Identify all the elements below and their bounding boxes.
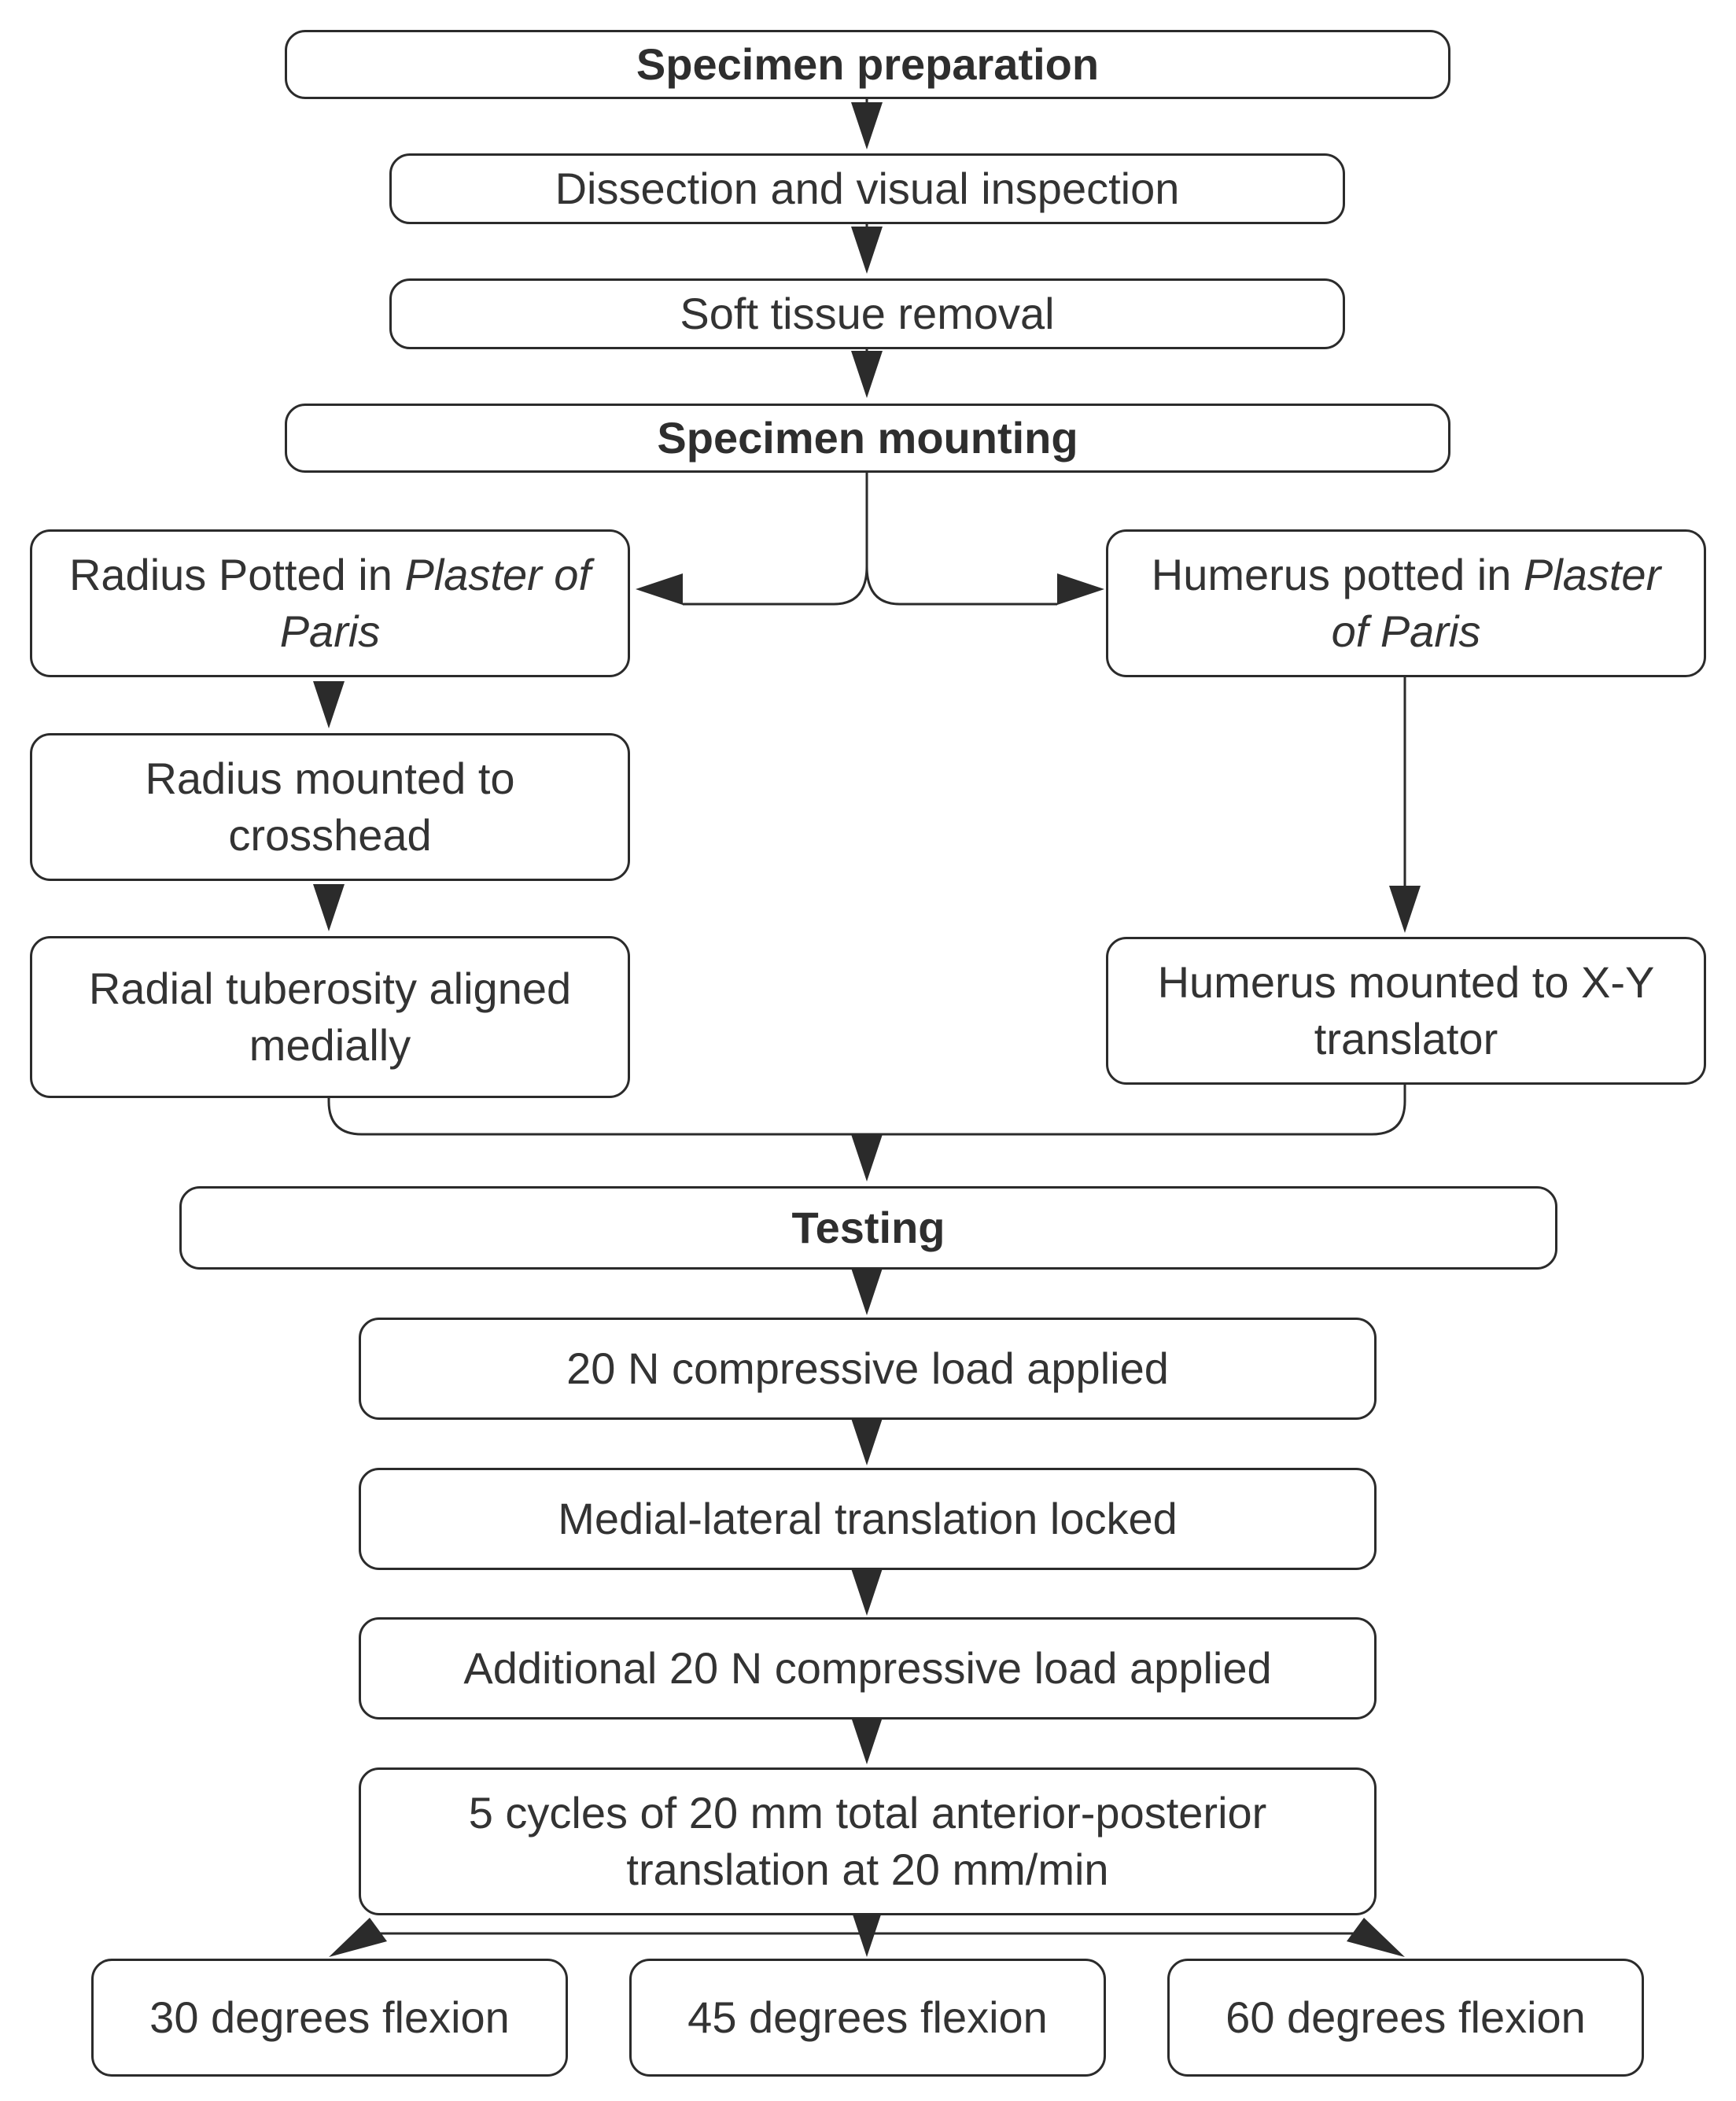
step-label: 20 N compressive load applied: [566, 1344, 1169, 1393]
cycles-step: 5 cycles of 20 mm total anterior-posteri…: [359, 1767, 1377, 1915]
flexion-label: 45 degrees flexion: [687, 1992, 1048, 2042]
flexion-45-box: 45 degrees flexion: [629, 1959, 1106, 2077]
header-label: Testing: [791, 1203, 945, 1252]
step-label: Additional 20 N compressive load applied: [463, 1643, 1272, 1693]
arrow-head: [851, 102, 883, 149]
step-label: Dissection and visual inspection: [555, 164, 1180, 213]
step-italic-text: Plaster of: [404, 550, 592, 599]
arrow-head: [851, 1568, 883, 1616]
additional-load-step: Additional 20 N compressive load applied: [359, 1617, 1377, 1720]
compressive-load-step: 20 N compressive load applied: [359, 1318, 1377, 1420]
soft-tissue-step: Soft tissue removal: [389, 278, 1345, 349]
step-label-line1: Radius mounted to: [145, 754, 515, 803]
step-label-line1: Humerus potted in Plaster: [1152, 547, 1660, 603]
flexion-30-box: 30 degrees flexion: [91, 1959, 568, 2077]
step-label-line2: medially: [249, 1020, 411, 1070]
specimen-mounting-header: Specimen mounting: [285, 404, 1450, 473]
humerus-potted-step: Humerus potted in Plaster of Paris: [1106, 529, 1706, 677]
arrow-head: [851, 1418, 883, 1465]
arrow-head: [851, 1268, 883, 1315]
step-label-line1: Radial tuberosity aligned: [88, 964, 572, 1013]
arrow-head: [636, 573, 683, 605]
flexion-label: 30 degrees flexion: [149, 1992, 510, 2042]
arrow-head: [1347, 1918, 1405, 1957]
header-label: Specimen mounting: [657, 413, 1078, 463]
flexion-60-box: 60 degrees flexion: [1167, 1959, 1644, 2077]
step-text: Humerus potted in: [1151, 550, 1524, 599]
step-label-line2: translation at 20 mm/min: [626, 1845, 1109, 1894]
step-label-line2: Paris: [279, 606, 381, 656]
arrow-head: [329, 1918, 387, 1957]
step-label-line2: of Paris: [1331, 606, 1481, 656]
step-label-line2: crosshead: [228, 810, 432, 860]
arrow-head: [313, 884, 345, 931]
step-label: Soft tissue removal: [680, 289, 1055, 338]
connector-split: [865, 566, 1057, 606]
step-label: Medial-lateral translation locked: [558, 1494, 1178, 1543]
arrow-head: [1389, 886, 1421, 933]
radial-tuberosity-step: Radial tuberosity aligned medially: [30, 936, 630, 1098]
step-label-line2: translator: [1314, 1014, 1498, 1063]
flexion-label: 60 degrees flexion: [1226, 1992, 1586, 2042]
humerus-mounted-step: Humerus mounted to X-Y translator: [1106, 937, 1706, 1085]
step-label-line1: 5 cycles of 20 mm total anterior-posteri…: [468, 1788, 1267, 1837]
arrow-head: [1057, 573, 1104, 605]
arrow-head: [851, 1717, 883, 1764]
arrow-head: [851, 227, 883, 274]
connector-merge: [327, 1084, 1406, 1136]
dissection-step: Dissection and visual inspection: [389, 153, 1345, 224]
specimen-preparation-header: Specimen preparation: [285, 30, 1450, 99]
translation-locked-step: Medial-lateral translation locked: [359, 1468, 1377, 1570]
arrow-head: [851, 351, 883, 398]
radius-potted-step: Radius Potted in Plaster of Paris: [30, 529, 630, 677]
step-label-line1: Humerus mounted to X-Y: [1157, 957, 1655, 1007]
radius-mounted-step: Radius mounted to crosshead: [30, 733, 630, 881]
step-italic-text: Plaster: [1523, 550, 1661, 599]
step-label-line1: Radius Potted in Plaster of: [69, 547, 591, 603]
testing-header: Testing: [179, 1186, 1557, 1270]
arrow-head: [851, 1134, 883, 1181]
step-text: Radius Potted in: [68, 550, 405, 599]
connector-split: [683, 472, 868, 606]
arrow-head: [313, 681, 345, 728]
header-label: Specimen preparation: [636, 39, 1100, 89]
